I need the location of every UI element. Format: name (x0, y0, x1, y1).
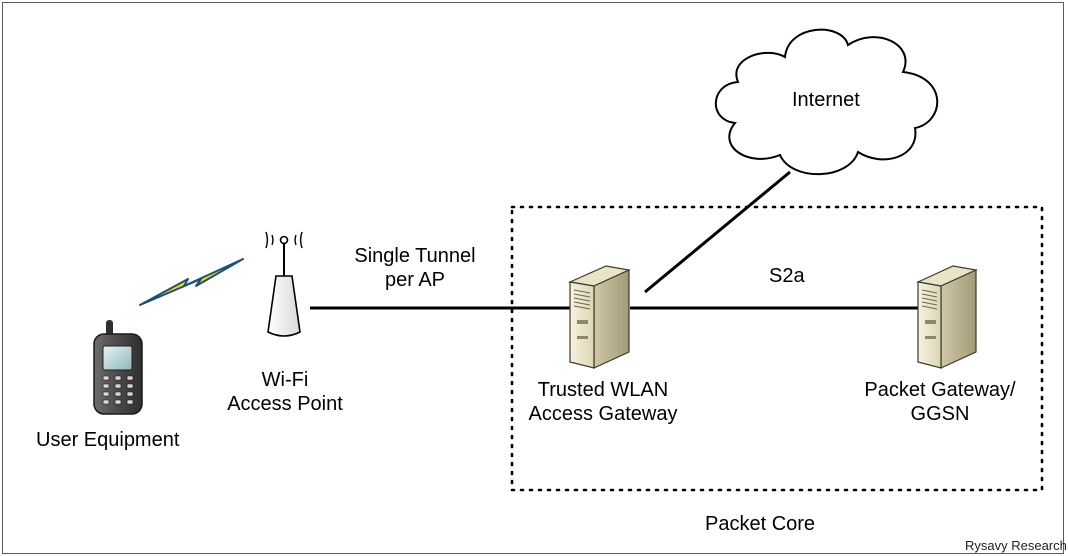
credit-text: Rysavy Research (965, 538, 1067, 553)
pgw-label-line2: GGSN (910, 403, 970, 425)
user-equipment-label: User Equipment (36, 429, 180, 451)
tunnel-label-line2: per AP (384, 269, 446, 291)
packet-core-label: Packet Core (705, 513, 816, 535)
access-point-label: Wi-Fi Access Point (210, 368, 360, 416)
tunnel-label: Single Tunnel per AP (320, 244, 510, 292)
internet-label: Internet (792, 89, 860, 111)
packet-core-boundary (510, 205, 1044, 492)
wireless-link-icon (139, 258, 244, 306)
access-point-label-line2: Access Point (227, 393, 343, 415)
twag-label: Trusted WLAN Access Gateway (503, 378, 703, 426)
cloud-icon (714, 28, 939, 176)
s2a-label: S2a (769, 265, 805, 287)
pgw-label: Packet Gateway/ GGSN (840, 378, 1040, 426)
pgw-label-line1: Packet Gateway/ (864, 379, 1016, 401)
access-point-icon (265, 231, 303, 337)
twag-label-line1: Trusted WLAN (537, 379, 669, 401)
twag-label-line2: Access Gateway (528, 403, 678, 425)
tunnel-label-line1: Single Tunnel (354, 245, 476, 267)
internet-link (644, 170, 791, 294)
twag-server-icon (567, 265, 632, 369)
access-point-label-line1: Wi-Fi (261, 369, 309, 391)
pgw-server-icon (915, 265, 979, 369)
mobile-phone-icon (93, 320, 143, 415)
